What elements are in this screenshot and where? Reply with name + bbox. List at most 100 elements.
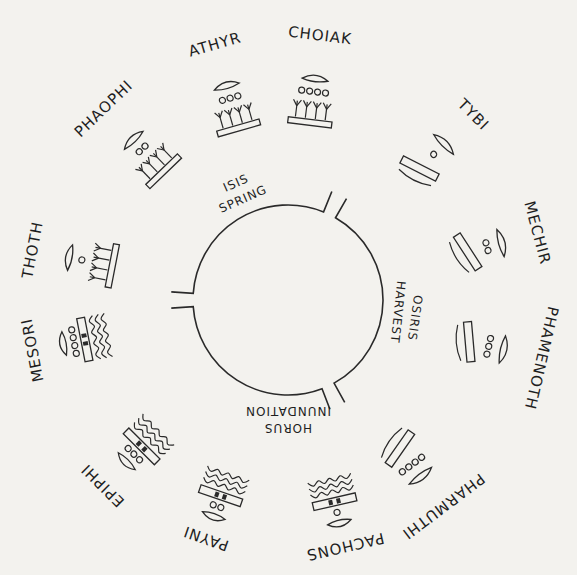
lens-sign (327, 518, 352, 530)
count-dot (130, 450, 138, 458)
plant-stem (323, 103, 328, 109)
field-bar (146, 154, 182, 189)
harvest-bar (400, 156, 439, 181)
plant-stem (138, 164, 145, 171)
month-name: CHOIAK (288, 25, 353, 48)
count-dot (298, 87, 305, 94)
plant-stem (153, 153, 164, 165)
count-dot (405, 463, 413, 471)
sluice-mark (141, 446, 147, 452)
plant-stem (93, 253, 100, 258)
count-dot (226, 94, 233, 101)
lens-sign (302, 74, 329, 84)
count-dot (485, 343, 492, 350)
season-arc (171, 192, 332, 294)
count-dot (314, 89, 321, 96)
season-name: HARVEST (389, 280, 407, 344)
month-glyph (56, 313, 113, 366)
count-dot (78, 256, 85, 263)
sluice-mark (328, 500, 333, 506)
field-bar (217, 119, 261, 137)
month-glyph (192, 466, 250, 527)
count-dot (217, 504, 225, 512)
plant-stem (218, 111, 223, 118)
count-dot (411, 458, 419, 466)
water-wave (309, 479, 353, 493)
field-bar (105, 244, 119, 288)
harvest-bar (453, 233, 481, 271)
lens-sign (408, 466, 434, 488)
count-dot (68, 326, 75, 333)
plant-stem (234, 106, 239, 113)
lens-sign (63, 244, 74, 271)
harvest-arc (447, 242, 469, 274)
plant-stem (89, 273, 96, 278)
sluice-mark (81, 333, 87, 338)
plant-stem (161, 146, 172, 158)
month-glyph (288, 73, 338, 128)
plant-stem (160, 143, 167, 150)
count-dot (417, 453, 425, 461)
water-wave (136, 418, 170, 452)
plant-stem (224, 109, 229, 116)
count-dot (234, 92, 241, 99)
count-dot (71, 342, 78, 349)
month-name: EPIPHI (78, 461, 127, 510)
water-wave (94, 314, 106, 358)
plant-stem (153, 150, 160, 157)
lens-sign (497, 335, 510, 364)
count-dot (135, 456, 143, 464)
water-wave (132, 422, 166, 456)
month-glyph (445, 222, 511, 279)
harvest-sign (396, 156, 439, 189)
month-glyph (61, 235, 119, 288)
count-dot (219, 97, 226, 104)
harvest-sign (378, 425, 415, 468)
season-name: HORUS (264, 422, 312, 434)
water-wave (100, 313, 112, 357)
canal-bar (77, 317, 93, 362)
harvest-sign (455, 322, 475, 363)
plant-stem (139, 167, 150, 179)
count-dot (70, 334, 77, 341)
season-name: INUNDATION (245, 405, 331, 417)
month-name: MESORI (19, 316, 46, 382)
season-ring (171, 192, 383, 410)
count-dot (487, 335, 494, 342)
plant-stem (303, 100, 308, 106)
plant-stem (95, 243, 102, 248)
water-wave (308, 473, 352, 487)
lens-sign (115, 451, 137, 473)
water-wave (310, 485, 354, 499)
plant-stem (307, 101, 312, 107)
month-name: MECHIR (522, 200, 553, 267)
sluice-mark (214, 491, 219, 497)
harvest-arc (379, 426, 402, 457)
plant-stem (317, 102, 322, 108)
harvest-arc (455, 325, 461, 361)
month-name: PACHONS (304, 529, 385, 561)
count-dot (483, 351, 490, 358)
month-glyph (446, 318, 511, 373)
water-wave (206, 466, 249, 484)
plant-stem (91, 263, 98, 268)
plant-stem (145, 157, 152, 164)
plant-stem (243, 104, 248, 111)
sluice-mark (336, 498, 341, 504)
count-dot (398, 468, 406, 476)
plant-stem (228, 108, 233, 115)
plant-stem (297, 100, 302, 106)
season-arc (171, 307, 330, 410)
count-dot (306, 88, 313, 95)
sluice-mark (222, 494, 227, 500)
count-dot (429, 150, 437, 158)
harvest-arc (398, 169, 431, 188)
plant-stem (293, 99, 298, 105)
lens-sign (213, 79, 240, 92)
count-dot (141, 142, 149, 150)
month-glyph (308, 473, 362, 531)
season-arc (334, 199, 383, 403)
month-glyph (370, 422, 439, 494)
